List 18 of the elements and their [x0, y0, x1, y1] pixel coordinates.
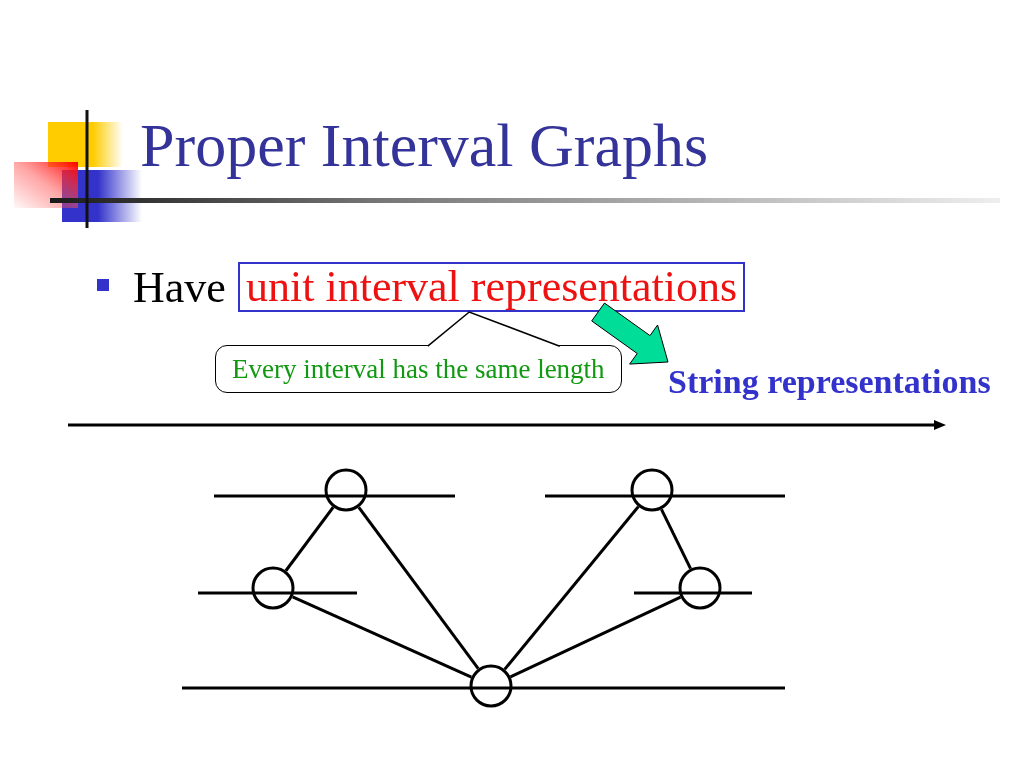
graph-edge — [357, 506, 480, 670]
bullet-text: Have — [133, 264, 226, 311]
graph-edge — [284, 506, 335, 572]
graph-edge — [503, 505, 640, 671]
graph-edge — [509, 595, 682, 679]
vertex-circle — [323, 467, 369, 513]
callout-pointer — [425, 311, 561, 347]
graph-edge — [292, 595, 472, 679]
vertex-circle — [250, 565, 296, 611]
vertex-circle — [629, 467, 675, 513]
graph-edge — [660, 508, 692, 570]
vertex-circle — [677, 565, 723, 611]
block-arrow — [591, 302, 669, 365]
highlighted-text: unit interval representations — [246, 264, 738, 310]
vertex-circle — [468, 663, 514, 709]
slide-title: Proper Interval Graphs — [140, 110, 709, 181]
callout-text: Every interval has the same length — [232, 353, 605, 385]
emphasis-text: String representations — [668, 362, 991, 401]
